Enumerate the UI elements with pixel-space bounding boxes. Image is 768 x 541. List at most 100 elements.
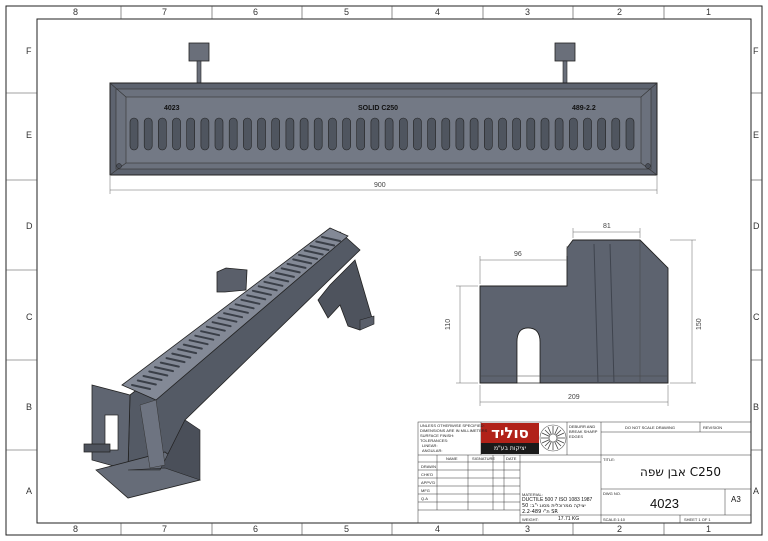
dwg-number: 4023 bbox=[650, 496, 679, 511]
top-view-label-center: SOLID C250 bbox=[358, 105, 399, 112]
iso-slot bbox=[205, 325, 226, 332]
iso-slot bbox=[269, 276, 290, 283]
zone-label-left-C: C bbox=[26, 312, 33, 322]
top-slot bbox=[271, 117, 281, 151]
top-view-drawing bbox=[109, 42, 658, 176]
top-slot bbox=[469, 117, 479, 151]
iso-slot bbox=[263, 280, 284, 287]
zone-label-top-1: 1 bbox=[706, 7, 712, 17]
top-slot bbox=[384, 117, 394, 151]
top-slot bbox=[483, 117, 493, 151]
iso-slot bbox=[240, 298, 261, 305]
do-not-scale: DO NOT SCALE DRAWING bbox=[625, 425, 676, 430]
company-logo-name: סוליד bbox=[491, 424, 529, 442]
company-logo-sub: יציקות בע"מ bbox=[493, 445, 527, 452]
unless-specified-line-3: SURFACE FINISH: bbox=[420, 433, 455, 438]
top-view-dimension-line bbox=[109, 176, 658, 194]
zone-label-bottom-7: 7 bbox=[162, 524, 168, 534]
zone-label-top-2: 2 bbox=[617, 7, 623, 17]
zone-label-bottom-8: 8 bbox=[73, 524, 79, 534]
deburr-line-3: EDGES bbox=[569, 434, 584, 439]
top-slot bbox=[158, 117, 167, 151]
sheet-of-label: SHEET 1 OF 1 bbox=[684, 517, 711, 522]
material-line-1: DUCTILE 500 7 ISO 1083 1987 bbox=[522, 497, 593, 503]
zone-label-right-C: C bbox=[753, 312, 760, 322]
top-slot bbox=[498, 117, 507, 151]
top-slot bbox=[625, 117, 635, 151]
top-slot bbox=[299, 117, 309, 151]
zone-label-right-D: D bbox=[753, 221, 760, 231]
iso-slot bbox=[280, 267, 301, 274]
top-slot bbox=[143, 117, 153, 151]
top-slot bbox=[243, 117, 252, 151]
unless-specified-line-4: TOLERANCES: bbox=[420, 438, 449, 443]
zone-label-right-A: A bbox=[753, 486, 760, 496]
top-slot bbox=[342, 117, 351, 151]
iso-slot bbox=[321, 236, 341, 242]
top-slot bbox=[455, 117, 465, 151]
iso-slot bbox=[251, 289, 272, 296]
zone-label-top-3: 3 bbox=[525, 7, 531, 17]
dimension-81: 81 bbox=[603, 223, 611, 230]
material-line-2: יציקה ממרוכלית מסוג י"ב: 50 bbox=[522, 503, 586, 509]
zone-label-bottom-6: 6 bbox=[253, 524, 259, 534]
unless-specified-line-2: DIMENSIONS ARE IN MILLIMETERS bbox=[420, 428, 488, 433]
iso-slot bbox=[234, 303, 255, 310]
iso-slot bbox=[188, 339, 209, 346]
zone-label-top-7: 7 bbox=[162, 7, 168, 17]
material-label: MATERIAL: bbox=[522, 492, 543, 497]
row-approved: APPV'D bbox=[421, 480, 436, 485]
zone-label-right-F: F bbox=[753, 46, 759, 56]
iso-slot bbox=[217, 316, 238, 323]
top-slot bbox=[441, 117, 451, 151]
unless-specified-line-5: LINEAR: bbox=[422, 443, 438, 448]
iso-slot bbox=[286, 262, 307, 269]
top-slot bbox=[328, 117, 337, 151]
zone-label-top-4: 4 bbox=[435, 7, 441, 17]
top-slot bbox=[398, 117, 408, 151]
top-slot bbox=[611, 117, 621, 151]
iso-slot bbox=[154, 366, 174, 373]
zone-label-left-B: B bbox=[26, 402, 33, 412]
top-slot bbox=[512, 117, 521, 151]
dwg-no-label: DWG NO. bbox=[603, 491, 621, 496]
zone-label-bottom-1: 1 bbox=[706, 524, 712, 534]
drawing-title: אבן שפה C250 bbox=[640, 465, 721, 479]
iso-slot bbox=[148, 370, 169, 377]
iso-slot bbox=[136, 379, 157, 386]
zone-label-top-5: 5 bbox=[344, 7, 350, 17]
iso-slot bbox=[223, 312, 244, 319]
weight-value: 17.71 KG bbox=[558, 516, 580, 522]
top-slot bbox=[200, 117, 210, 151]
iso-slot bbox=[182, 343, 203, 350]
top-view-label-right: 489-2.2 bbox=[572, 105, 596, 112]
dimension-209: 209 bbox=[568, 394, 580, 401]
top-slot bbox=[540, 117, 550, 151]
iso-slot bbox=[165, 357, 186, 364]
zone-label-top-8: 8 bbox=[73, 7, 79, 17]
unless-specified-line-1: UNLESS OTHERWISE SPECIFIED: bbox=[420, 423, 485, 428]
zone-label-left-D: D bbox=[26, 221, 33, 231]
unless-specified-line-6: ANGULAR: bbox=[422, 448, 443, 453]
row-drawn: DRAWN bbox=[421, 464, 436, 469]
iso-slot bbox=[194, 334, 215, 341]
top-slot bbox=[554, 117, 564, 151]
top-slot bbox=[568, 117, 578, 151]
deburr-line-2: BREAK SHARP bbox=[569, 429, 598, 434]
iso-slot bbox=[200, 330, 221, 337]
zone-label-top-6: 6 bbox=[253, 7, 259, 17]
column-date: DATE bbox=[506, 456, 517, 461]
top-slot bbox=[583, 117, 592, 151]
revision-label: REVISION bbox=[703, 425, 723, 430]
iso-slot bbox=[298, 253, 318, 260]
dimension-96: 96 bbox=[514, 251, 522, 258]
zone-label-left-E: E bbox=[26, 130, 33, 140]
zone-label-bottom-3: 3 bbox=[525, 524, 531, 534]
top-view-label-left: 4023 bbox=[164, 105, 180, 112]
iso-slot bbox=[246, 294, 267, 301]
zone-label-bottom-5: 5 bbox=[344, 524, 350, 534]
